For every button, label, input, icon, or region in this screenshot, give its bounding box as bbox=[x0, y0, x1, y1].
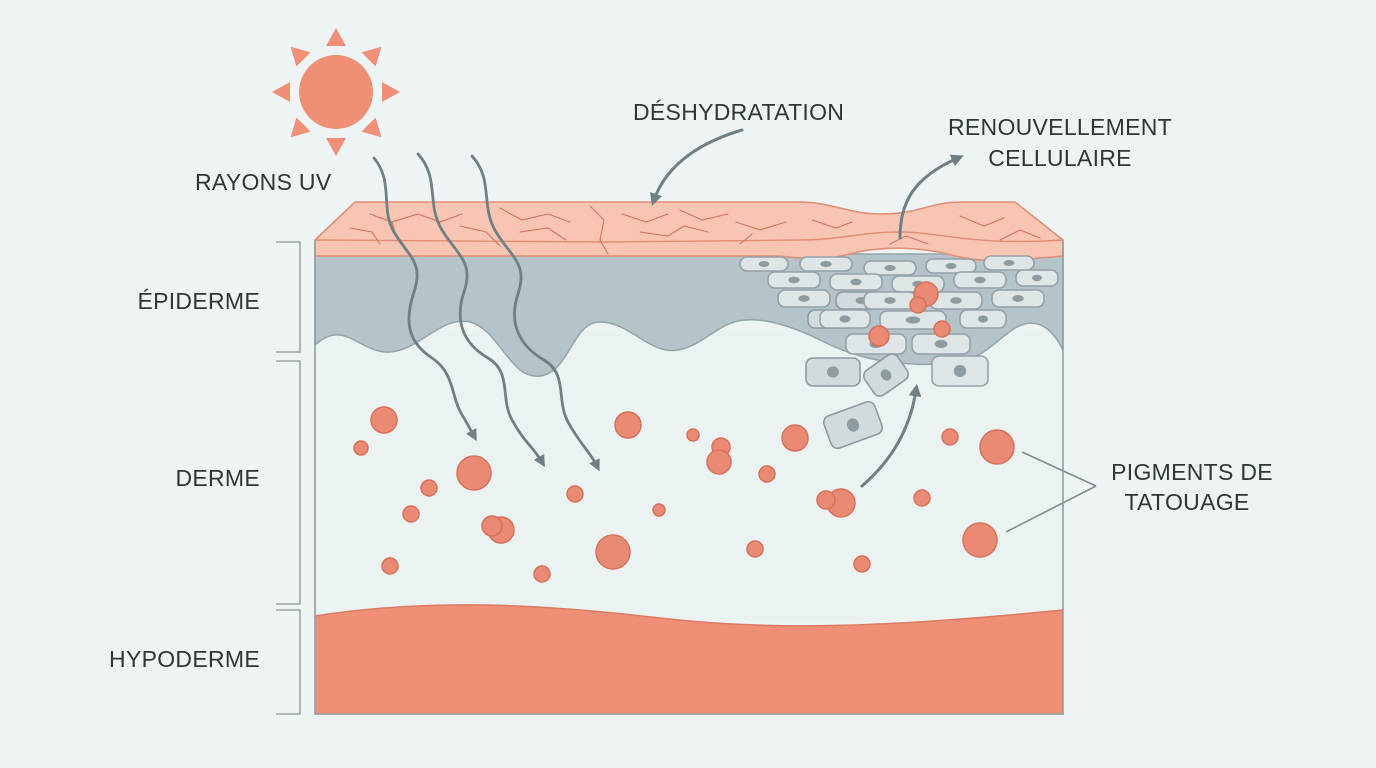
epidermal-cell bbox=[925, 258, 977, 274]
epidermal-cell bbox=[767, 271, 821, 289]
pigment-particle bbox=[481, 515, 503, 537]
epidermal-cell bbox=[953, 271, 1007, 289]
pigment-particle bbox=[781, 424, 809, 452]
epidermis-label: ÉPIDERME bbox=[137, 288, 260, 314]
pigment-particle bbox=[868, 325, 890, 347]
dryness-cracks bbox=[349, 205, 1041, 255]
epidermal-cell bbox=[983, 255, 1035, 271]
pigment-particle bbox=[566, 485, 584, 503]
pigment-particle bbox=[979, 429, 1015, 465]
pigment-particle bbox=[652, 503, 666, 517]
pigment-upward-arrow bbox=[860, 383, 922, 488]
epidermal-cell bbox=[863, 291, 917, 310]
epidermal-cell bbox=[739, 256, 789, 272]
epidermal-cell bbox=[799, 256, 853, 272]
dermis-label: DERME bbox=[175, 465, 260, 491]
pigment-particle bbox=[853, 555, 871, 573]
epidermal-cell bbox=[879, 310, 947, 330]
pigment-particle bbox=[420, 479, 438, 497]
pigment-leader-lower bbox=[1005, 485, 1097, 533]
epidermal-cell bbox=[959, 309, 1007, 329]
pigment-particle bbox=[456, 455, 492, 491]
pigment-particle bbox=[353, 440, 369, 456]
uv-rays bbox=[372, 152, 600, 472]
renewal-arrow bbox=[898, 154, 964, 240]
pigment-particle bbox=[686, 428, 700, 442]
pigment-leader-upper bbox=[1021, 451, 1097, 487]
pigment-particle bbox=[816, 490, 836, 510]
pigment-particle bbox=[370, 406, 398, 434]
pigment-particle bbox=[913, 489, 931, 507]
pigment-particle bbox=[614, 411, 642, 439]
epidermal-cell bbox=[991, 289, 1045, 308]
sun-icon bbox=[272, 28, 400, 156]
dehydration-label: DÉSHYDRATATION bbox=[633, 99, 844, 125]
epidermal-cell bbox=[819, 309, 871, 329]
epidermal-cell bbox=[1015, 269, 1059, 287]
pigment-particle bbox=[746, 540, 764, 558]
epidermal-cell bbox=[862, 353, 910, 397]
pigment-particle bbox=[706, 449, 732, 475]
epidermal-cell bbox=[829, 273, 883, 291]
pigment-particle bbox=[962, 522, 998, 558]
epidermal-cell bbox=[863, 260, 917, 276]
pigment-particle bbox=[758, 465, 776, 483]
epidermal-cell bbox=[777, 289, 831, 308]
pigment-particle bbox=[381, 557, 399, 575]
stratum-corneum bbox=[314, 201, 1064, 262]
hypodermis-layer bbox=[315, 604, 1063, 714]
epidermal-cell bbox=[929, 291, 983, 310]
pigments-label-line1: PIGMENTS DE bbox=[1111, 459, 1273, 485]
pigment-particle bbox=[909, 296, 927, 314]
pigment-particle bbox=[533, 565, 551, 583]
epidermal-cell bbox=[805, 357, 861, 387]
epidermal-cell bbox=[822, 400, 884, 450]
dehydration-arrow bbox=[650, 128, 744, 206]
hypodermis-label: HYPODERME bbox=[109, 646, 260, 672]
epidermal-cell bbox=[931, 355, 989, 387]
tattoo-pigments bbox=[353, 281, 1015, 583]
uv-label: RAYONS UV bbox=[195, 169, 332, 195]
pigments-label-line2: TATOUAGE bbox=[1124, 489, 1249, 515]
section-frame bbox=[314, 240, 1064, 715]
pigment-particle bbox=[402, 505, 420, 523]
renewal-label-line1: RENOUVELLEMENT bbox=[948, 114, 1172, 140]
pigment-particle bbox=[933, 320, 951, 338]
pigment-particle bbox=[941, 428, 959, 446]
layer-brackets bbox=[276, 241, 301, 715]
pigment-particle bbox=[595, 534, 631, 570]
renewal-label-line2: CELLULAIRE bbox=[988, 145, 1132, 171]
